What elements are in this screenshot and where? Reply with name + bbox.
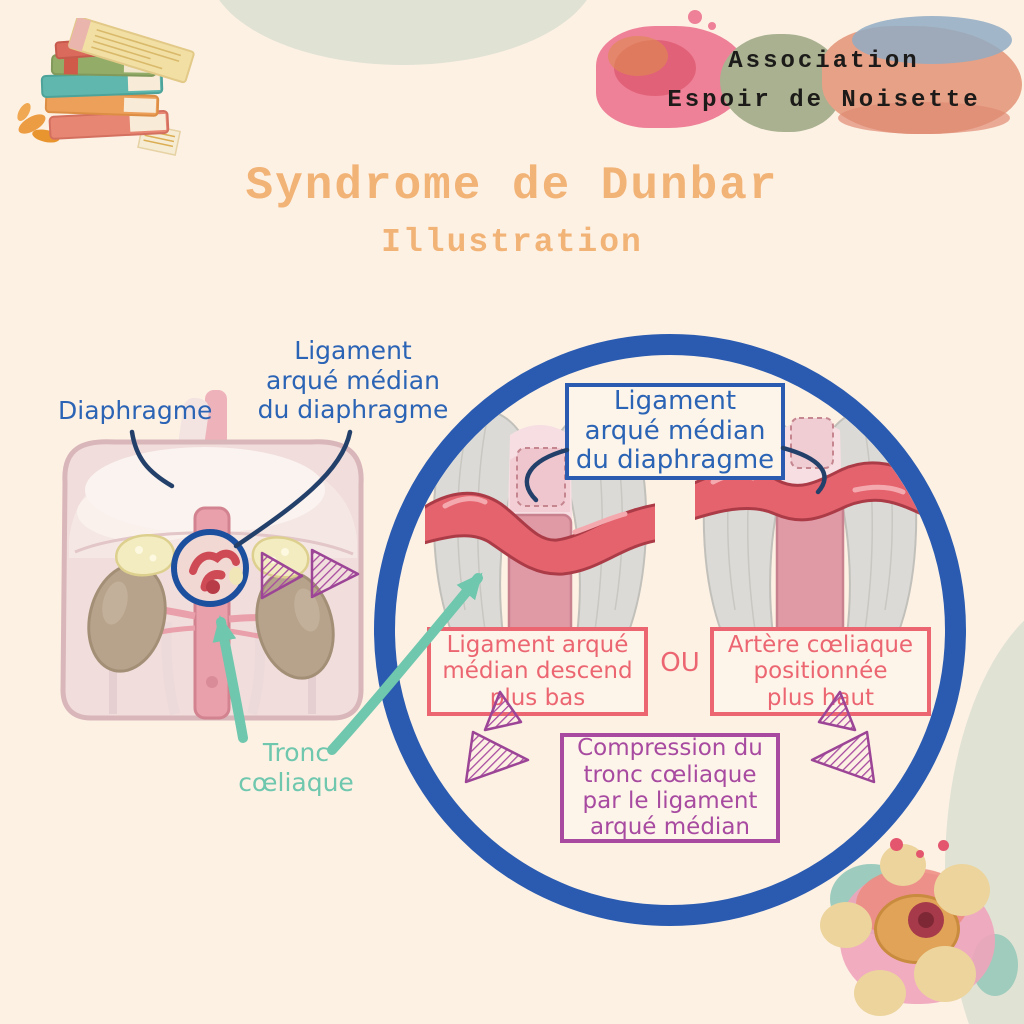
flower-red-dot [916, 850, 924, 858]
cause-left-box: Ligament arqué médian descend plus bas [427, 627, 648, 716]
flower-cream-splotch [854, 970, 906, 1016]
sage-blob-top [208, 0, 598, 65]
page-title: Syndrome de Dunbar [245, 160, 779, 212]
books-icon [17, 18, 195, 156]
association-name: Association Espoir de Noisette [624, 42, 1024, 120]
green-splash [720, 34, 842, 132]
flower-cream-splotch [914, 946, 976, 1002]
flower-red-dot [938, 840, 949, 851]
red-streak-splash [838, 102, 1010, 134]
detail-circle: Ligament arqué médian du diaphragme Liga… [374, 334, 966, 926]
orange-splash [608, 36, 668, 76]
diaphragme-label: Diaphragme [58, 396, 213, 425]
watercolor-splash-cluster [596, 8, 1024, 140]
flower-cream-splotch [820, 902, 872, 948]
blue-splash [852, 16, 1012, 64]
pink-dot [688, 10, 702, 24]
association-name-line2: Espoir de Noisette [667, 87, 981, 114]
or-label: OU [660, 648, 700, 678]
cause-right-box: Artère cœliaque positionnée plus haut [710, 627, 931, 716]
tronc-coeliaque-label: Tronc cœliaque [238, 738, 354, 797]
compression-box: Compression du tronc cœliaque par le lig… [560, 733, 780, 843]
ligament-box: Ligament arqué médian du diaphragme [565, 383, 785, 480]
page-subtitle: Illustration [381, 224, 643, 261]
pink-dot [708, 22, 716, 30]
watercolor-flower-icon [820, 838, 1018, 1022]
abdomen-overview-illustration [60, 390, 364, 721]
association-name-line1: Association [728, 48, 920, 75]
flower-red-dot [890, 838, 903, 851]
ligament-label-overview: Ligament arqué médian du diaphragme [257, 336, 449, 424]
flower-cream-splotch [934, 864, 990, 916]
flower-dark-center-dot [918, 912, 934, 928]
